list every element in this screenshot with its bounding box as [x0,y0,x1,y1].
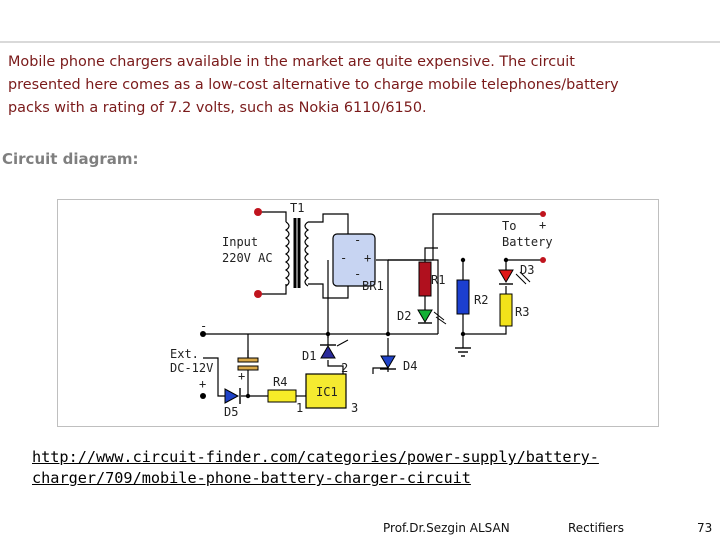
label-r2: R2 [474,293,488,307]
label-d5: D5 [224,405,238,419]
label-d3: D3 [520,263,534,277]
intro-line-3: packs with a rating of 7.2 volts, such a… [8,100,427,116]
led-d3 [498,269,531,285]
intro-line-2: presented here comes as a low-cost alter… [8,77,619,93]
label-br1-plus: + [364,251,371,265]
label-input-voltage: 220V AC [222,251,273,265]
dc-terminal-plus [200,393,206,399]
label-pin2: 2 [341,361,348,375]
intro-paragraph: Mobile phone chargers available in the m… [8,51,718,120]
label-r4: R4 [273,375,287,389]
circuit-diagram-heading: Circuit diagram: [2,150,139,168]
label-to: To [502,219,516,233]
resistor-r3 [499,293,513,327]
top-rule [0,41,720,43]
battery-terminal-plus [540,211,546,217]
footer-page-number: 73 [697,521,713,535]
footer-topic: Rectifiers [568,521,624,535]
label-r3: R3 [515,305,529,319]
label-br1-minus-top: - [354,233,361,247]
ic1-regulator [305,373,347,409]
circuit-schematic: T1 Input 220V AC BR1 - - + - To Battery … [170,201,553,419]
footer-author: Prof.Dr.Sezgin ALSAN [383,521,510,535]
input-terminal-bottom [254,290,262,298]
battery-terminal-minus [540,257,546,263]
ground-symbol [455,347,471,357]
junction-dots [245,257,509,399]
label-pin1: 1 [296,401,303,415]
label-ext: Ext. [170,347,199,361]
label-dc-plus: + [199,377,206,391]
label-br1-minus-bottom: - [354,267,361,281]
label-dc-minus: - [200,319,207,333]
bridge-rectifier-br1 [332,233,376,287]
intro-line-1: Mobile phone chargers available in the m… [8,54,575,70]
zener-d1 [320,339,349,359]
source-link[interactable]: http://www.circuit-finder.com/categories… [32,447,682,489]
label-pin3: 3 [351,401,358,415]
diode-d5 [224,388,241,404]
label-dc-12v: DC-12V [170,361,213,375]
label-r1: R1 [431,273,445,287]
input-terminal-top [254,208,262,216]
label-d4: D4 [403,359,417,373]
label-d2: D2 [397,309,411,323]
resistor-r4 [267,389,297,403]
terminals [200,208,546,399]
label-input: Input [222,235,258,249]
led-d2 [417,309,447,325]
dc-terminal-minus [200,331,206,337]
label-t1: T1 [290,201,304,215]
label-battery: Battery [502,235,553,249]
label-cap-plus: + [238,369,245,383]
circuit-diagram: T1 Input 220V AC BR1 - - + - To Battery … [57,199,659,427]
source-link-line-2[interactable]: charger/709/mobile-phone-battery-charger… [32,469,471,487]
capacitor [237,357,259,371]
resistor-r2 [456,279,470,315]
source-link-line-1[interactable]: http://www.circuit-finder.com/categories… [32,448,599,466]
label-br1-minus-left: - [340,251,347,265]
label-battery-plus: + [539,218,546,232]
transformer-t1 [284,218,310,288]
label-ic1: IC1 [316,385,338,399]
diode-d4 [380,355,396,370]
label-d1: D1 [302,349,316,363]
resistor-r1 [418,261,432,297]
label-br1: BR1 [362,279,384,293]
